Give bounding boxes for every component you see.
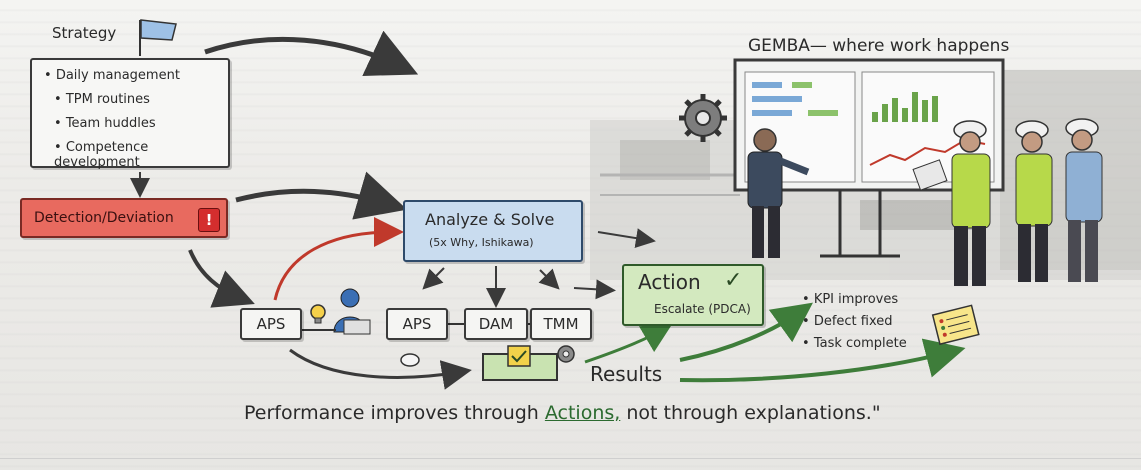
outcome-kpi: • KPI improves (802, 292, 899, 307)
arrow-to-kpi (679, 302, 813, 362)
strategy-item-label: Competence development (54, 140, 149, 170)
arrow-strategy-to-gemba (204, 30, 419, 76)
module-aps-left: APS (240, 308, 302, 340)
strategy-item-label: TPM routines (65, 92, 150, 107)
mouse-icon (400, 353, 420, 367)
arrow-aps-to-results (289, 348, 472, 390)
worker-observer-2 (1065, 118, 1103, 282)
arrow-analyze-to-gemba (597, 228, 656, 248)
bottom-divider (0, 458, 1141, 459)
strategy-item-competence: • Competence development (54, 140, 149, 170)
outcome-task: • Task complete (802, 336, 907, 351)
flag-icon (139, 19, 177, 56)
alert-icon: ! (198, 208, 220, 232)
arrow-detection-to-aps (188, 249, 255, 308)
action-subtitle: Escalate (PDCA) (654, 302, 751, 316)
detection-label: Detection/Deviation (34, 210, 174, 226)
quote-highlight: Actions, (544, 402, 621, 424)
analyze-title: Analyze & Solve (425, 210, 555, 229)
analyze-box: Analyze & Solve (5x Why, Ishikawa) (403, 200, 583, 262)
arrow-aps-to-analyze (273, 217, 404, 301)
quote-after: not through explanations." (620, 402, 881, 424)
person-laptop-icon (333, 288, 371, 335)
arrow-analyze-to-aps2 (422, 267, 445, 290)
module-dam: DAM (464, 308, 528, 340)
worker-with-tablet (912, 120, 991, 286)
checklist-icon (482, 345, 558, 381)
strategy-item-label: Team huddles (65, 116, 156, 131)
notepad-icon (931, 304, 980, 346)
lightbulb-icon (310, 304, 326, 324)
detection-box: Detection/Deviation ! (20, 198, 228, 238)
quote-before: Performance improves through (244, 402, 545, 424)
outcome-defect: • Defect fixed (802, 314, 893, 329)
gear-small-icon (557, 345, 575, 363)
checkmark-icon: ✓ (724, 268, 743, 293)
strategy-item-daily-management: • Daily management (44, 68, 180, 83)
strategy-item-huddles: • Team huddles (54, 116, 156, 131)
arrow-to-notepad (679, 338, 966, 383)
quote: Performance improves through Actions, no… (244, 402, 881, 424)
arrow-to-action (573, 279, 616, 300)
strategy-label: Strategy (52, 24, 117, 42)
arrow-results-to-action (584, 323, 673, 364)
outcome-label: Defect fixed (813, 314, 893, 329)
gear-icon (679, 94, 727, 142)
arrow-analyze-to-tmm (538, 268, 560, 290)
worker-observer-1 (1015, 120, 1053, 282)
outcome-label: KPI improves (813, 292, 899, 307)
module-tmm: TMM (530, 308, 592, 340)
module-aps: APS (386, 308, 448, 340)
analyze-subtitle: (5x Why, Ishikawa) (429, 236, 534, 249)
action-title: Action (638, 270, 701, 294)
outcome-label: Task complete (813, 336, 907, 351)
action-box: Action ✓ Escalate (PDCA) (622, 264, 764, 326)
strategy-box: • Daily management • TPM routines • Team… (30, 58, 230, 170)
strategy-item-tpm: • TPM routines (54, 92, 150, 107)
gemba-title: GEMBA— where work happens (748, 36, 1010, 56)
arrow-detection-to-analyze (235, 171, 408, 220)
strategy-item-label: Daily management (55, 68, 180, 83)
results-label: Results (590, 362, 663, 386)
worker-pointing (747, 128, 810, 258)
